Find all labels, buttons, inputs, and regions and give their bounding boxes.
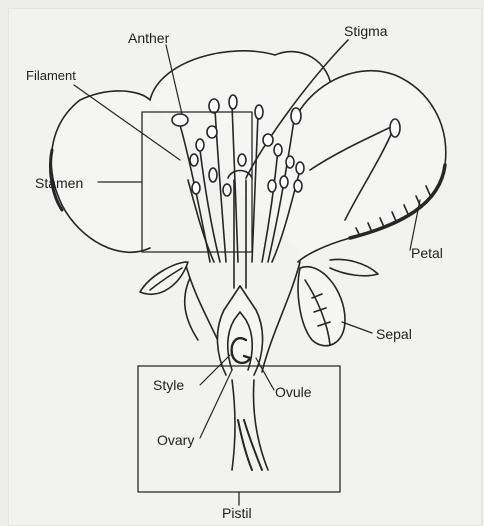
label-stamen: Stamen [35, 176, 83, 190]
label-anther: Anther [128, 31, 169, 45]
label-sepal: Sepal [376, 327, 412, 341]
sepal-right [298, 267, 345, 346]
label-ovule: Ovule [275, 385, 312, 399]
label-style: Style [153, 378, 184, 392]
petal-left [51, 91, 150, 252]
label-stigma: Stigma [344, 24, 388, 38]
stalk [232, 380, 268, 470]
sepal-left [140, 262, 188, 294]
label-ovary: Ovary [157, 433, 194, 447]
label-filament: Filament [26, 69, 76, 82]
label-pistil: Pistil [222, 506, 252, 520]
label-petal: Petal [411, 246, 443, 260]
